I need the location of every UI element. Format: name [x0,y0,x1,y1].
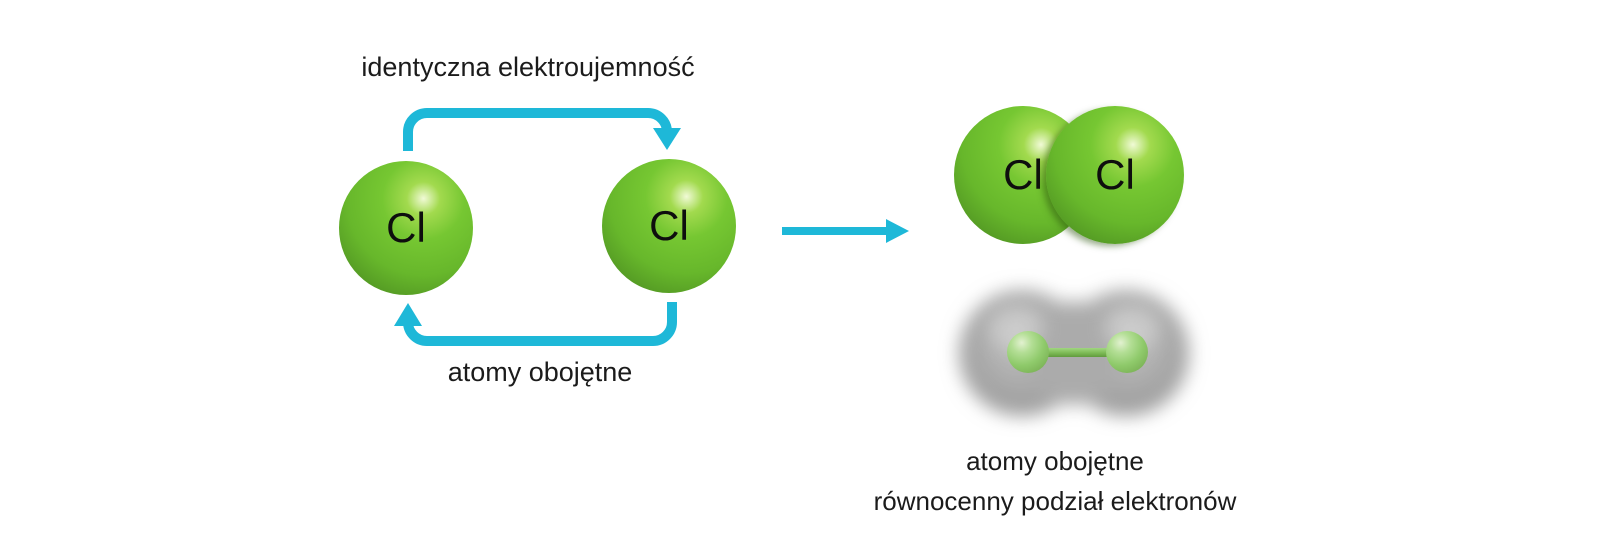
atom-symbol: Cl [1095,151,1135,198]
chlorine-atom-right: Cl [602,159,736,293]
electron-pair-bond [1032,348,1124,357]
cycle-arrow-top [403,108,672,151]
molecule-atom-right: Cl [1046,106,1184,244]
reaction-arrow [782,227,888,235]
electron-sharing-label: równocenny podział elektronów [873,486,1237,516]
chlorine-atom-left: Cl [339,161,473,295]
cycle-arrow-bottom-head [394,303,422,326]
atom-symbol: Cl [386,204,426,251]
cycle-arrow-bottom [403,302,677,346]
cycle-arrow-top-head [653,128,681,150]
atom-symbol: Cl [1003,151,1043,198]
neutral-atoms-label-left: atomy obojętne [447,357,633,387]
neutral-atoms-label-right: atomy obojętne [966,446,1144,476]
atom-symbol: Cl [649,202,689,249]
bonded-atom-left [1007,331,1049,373]
reaction-arrow-head [886,219,909,243]
bonded-atom-right [1106,331,1148,373]
electronegativity-label: identyczna elektroujemność [361,52,695,82]
